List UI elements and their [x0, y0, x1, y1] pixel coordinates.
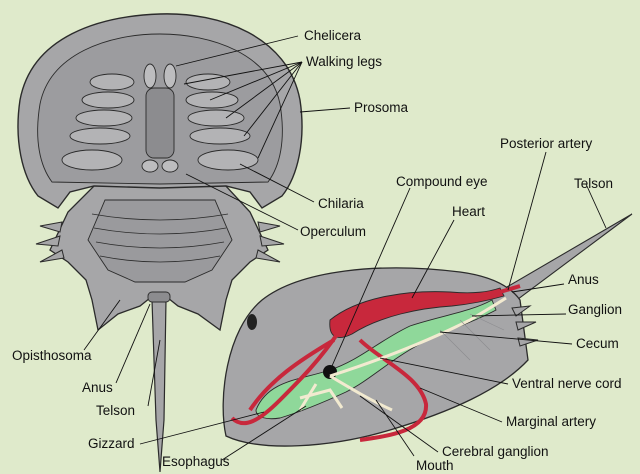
label-anus-internal: Anus: [568, 272, 599, 287]
label-gizzard: Gizzard: [88, 436, 135, 451]
ventral-telson: [151, 299, 167, 473]
leader-lines: [83, 35, 607, 461]
ventral-view: [17, 13, 303, 473]
chilaria: [141, 159, 179, 173]
labels: Chelicera Walking legs Prosoma Chilaria …: [12, 28, 622, 473]
operculum-plates: [91, 213, 229, 263]
label-telson-internal: Telson: [574, 176, 613, 191]
label-ganglion: Ganglion: [568, 302, 622, 317]
label-heart: Heart: [452, 204, 485, 219]
label-ventral-nerve-cord: Ventral nerve cord: [512, 376, 622, 391]
label-cecum: Cecum: [576, 336, 619, 351]
arteries: [230, 284, 521, 442]
opisthosoma-plate: [87, 199, 233, 283]
label-walking-legs: Walking legs: [306, 54, 382, 69]
compound-eye: [247, 314, 257, 330]
internal-spines: [511, 305, 539, 347]
sternum: [145, 87, 175, 159]
label-esophagus: Esophagus: [162, 454, 230, 469]
label-compound-eye: Compound eye: [396, 174, 488, 189]
label-anus-ventral: Anus: [82, 380, 113, 395]
label-mouth: Mouth: [416, 458, 454, 473]
label-chelicera: Chelicera: [304, 28, 362, 43]
label-marginal-artery: Marginal artery: [506, 414, 596, 429]
label-prosoma: Prosoma: [354, 100, 409, 115]
label-operculum: Operculum: [300, 224, 366, 239]
label-chilaria: Chilaria: [318, 196, 364, 211]
internal-view: [222, 213, 633, 447]
label-opisthosoma: Opisthosoma: [12, 348, 92, 363]
label-posterior-artery: Posterior artery: [500, 136, 593, 151]
nervous-system: [298, 296, 507, 412]
walking-legs-left: [61, 73, 135, 171]
label-telson-ventral: Telson: [96, 403, 135, 418]
walking-legs-right: [185, 73, 259, 171]
opisthosoma-spines: [35, 221, 285, 263]
ventral-anus: [147, 291, 171, 303]
chelicerae: [143, 63, 177, 89]
label-cerebral-ganglion: Cerebral ganglion: [442, 444, 549, 459]
